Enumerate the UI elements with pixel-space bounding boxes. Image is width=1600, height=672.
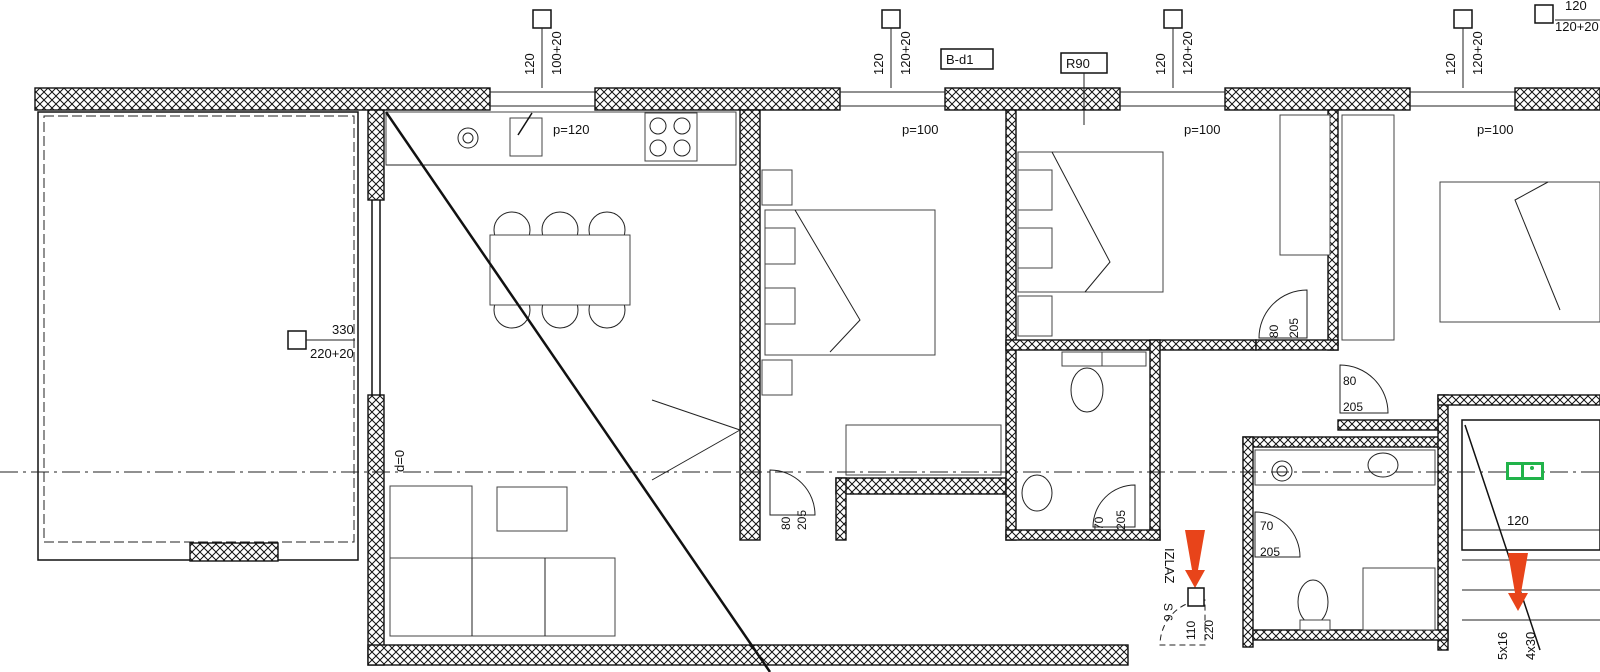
room2-parapet-label: p=100 xyxy=(1184,122,1221,137)
room3-parapet-label: p=100 xyxy=(1477,122,1514,137)
staircase xyxy=(1461,419,1600,651)
bathroom-1 xyxy=(1021,351,1147,512)
terrace-height: 220+20 xyxy=(310,346,354,361)
svg-text:205: 205 xyxy=(1343,400,1363,414)
fire-wall-label: B-d1 xyxy=(946,52,973,67)
door-label-room2: 80 205 xyxy=(1267,318,1301,338)
svg-text:80: 80 xyxy=(779,516,793,530)
stairs-width-label: 4x30 xyxy=(1523,632,1538,660)
bed-room1 xyxy=(761,169,1002,476)
svg-text:205: 205 xyxy=(1287,318,1301,338)
terrace xyxy=(37,111,359,562)
exit-arrow-right xyxy=(1508,553,1528,611)
svg-text:70: 70 xyxy=(1092,516,1106,530)
stairs-count-label: 5x16 xyxy=(1495,632,1510,660)
window-tag-3: 120 120+20 xyxy=(1153,9,1195,88)
svg-text:205: 205 xyxy=(1260,545,1280,559)
window-tag-1: 120 100+20 xyxy=(522,9,564,88)
exit-height: 220 xyxy=(1202,620,1216,640)
window-1-sill: 120 xyxy=(522,53,537,75)
door-swing-line xyxy=(651,399,741,431)
living-opening-label: d=0 xyxy=(392,450,407,472)
exit-sign-icon xyxy=(1506,462,1544,480)
dining-table xyxy=(489,211,631,329)
window-4-height: 120+20 xyxy=(1470,31,1485,75)
window-2-sill: 120 xyxy=(871,53,886,75)
svg-text:70: 70 xyxy=(1260,519,1274,533)
interior-walls xyxy=(367,109,1600,666)
exit-s: S 6 xyxy=(1161,603,1175,621)
window-tag-terrace: 330 220+20 xyxy=(287,322,355,361)
exit-width: 110 xyxy=(1184,621,1198,640)
kitchen-counter xyxy=(385,111,737,166)
bathroom-2 xyxy=(1254,449,1436,631)
section-diagonal xyxy=(384,111,772,672)
sofa xyxy=(389,485,616,637)
svg-text:205: 205 xyxy=(1114,510,1128,530)
door-label-bath2: 70 205 xyxy=(1260,519,1280,559)
door-label-room1: 80 205 xyxy=(779,510,809,530)
exit-door-tag xyxy=(1187,587,1205,607)
fire-rating-tag: R90 xyxy=(1060,52,1108,125)
window-tag-5: 120 120+20 xyxy=(1534,0,1600,34)
fire-rating-label: R90 xyxy=(1066,56,1090,71)
terrace-sill: 330 xyxy=(332,322,354,337)
exit-arrow-left xyxy=(1185,530,1205,588)
fire-wall-tag: B-d1 xyxy=(940,48,994,70)
window-3-height: 120+20 xyxy=(1180,31,1195,75)
window-3-sill: 120 xyxy=(1153,53,1168,75)
window-4-sill: 120 xyxy=(1443,53,1458,75)
kitchen-parapet-label: p=120 xyxy=(553,122,590,137)
svg-text:80: 80 xyxy=(1343,374,1357,388)
door-label-room3: 80 205 xyxy=(1343,374,1363,414)
window-tag-2: 120 120+20 xyxy=(871,9,913,88)
door-swings xyxy=(769,289,1389,646)
window-5-height: 120+20 xyxy=(1555,19,1599,34)
door-label-bath1: 70 205 xyxy=(1092,510,1128,530)
exit-text: IZLAZ xyxy=(1162,548,1177,583)
window-tag-4: 120 120+20 xyxy=(1443,9,1485,88)
svg-text:205: 205 xyxy=(795,510,809,530)
stair-landing-label: 120 xyxy=(1507,513,1529,528)
window-2-height: 120+20 xyxy=(898,31,913,75)
bed-room2 xyxy=(1017,114,1331,337)
bed-room3 xyxy=(1341,114,1600,341)
window-1-height: 100+20 xyxy=(549,31,564,75)
exterior-wall-top xyxy=(34,87,1600,111)
svg-text:80: 80 xyxy=(1267,324,1281,338)
room1-parapet-label: p=100 xyxy=(902,122,939,137)
window-5-sill: 120 xyxy=(1565,0,1587,13)
